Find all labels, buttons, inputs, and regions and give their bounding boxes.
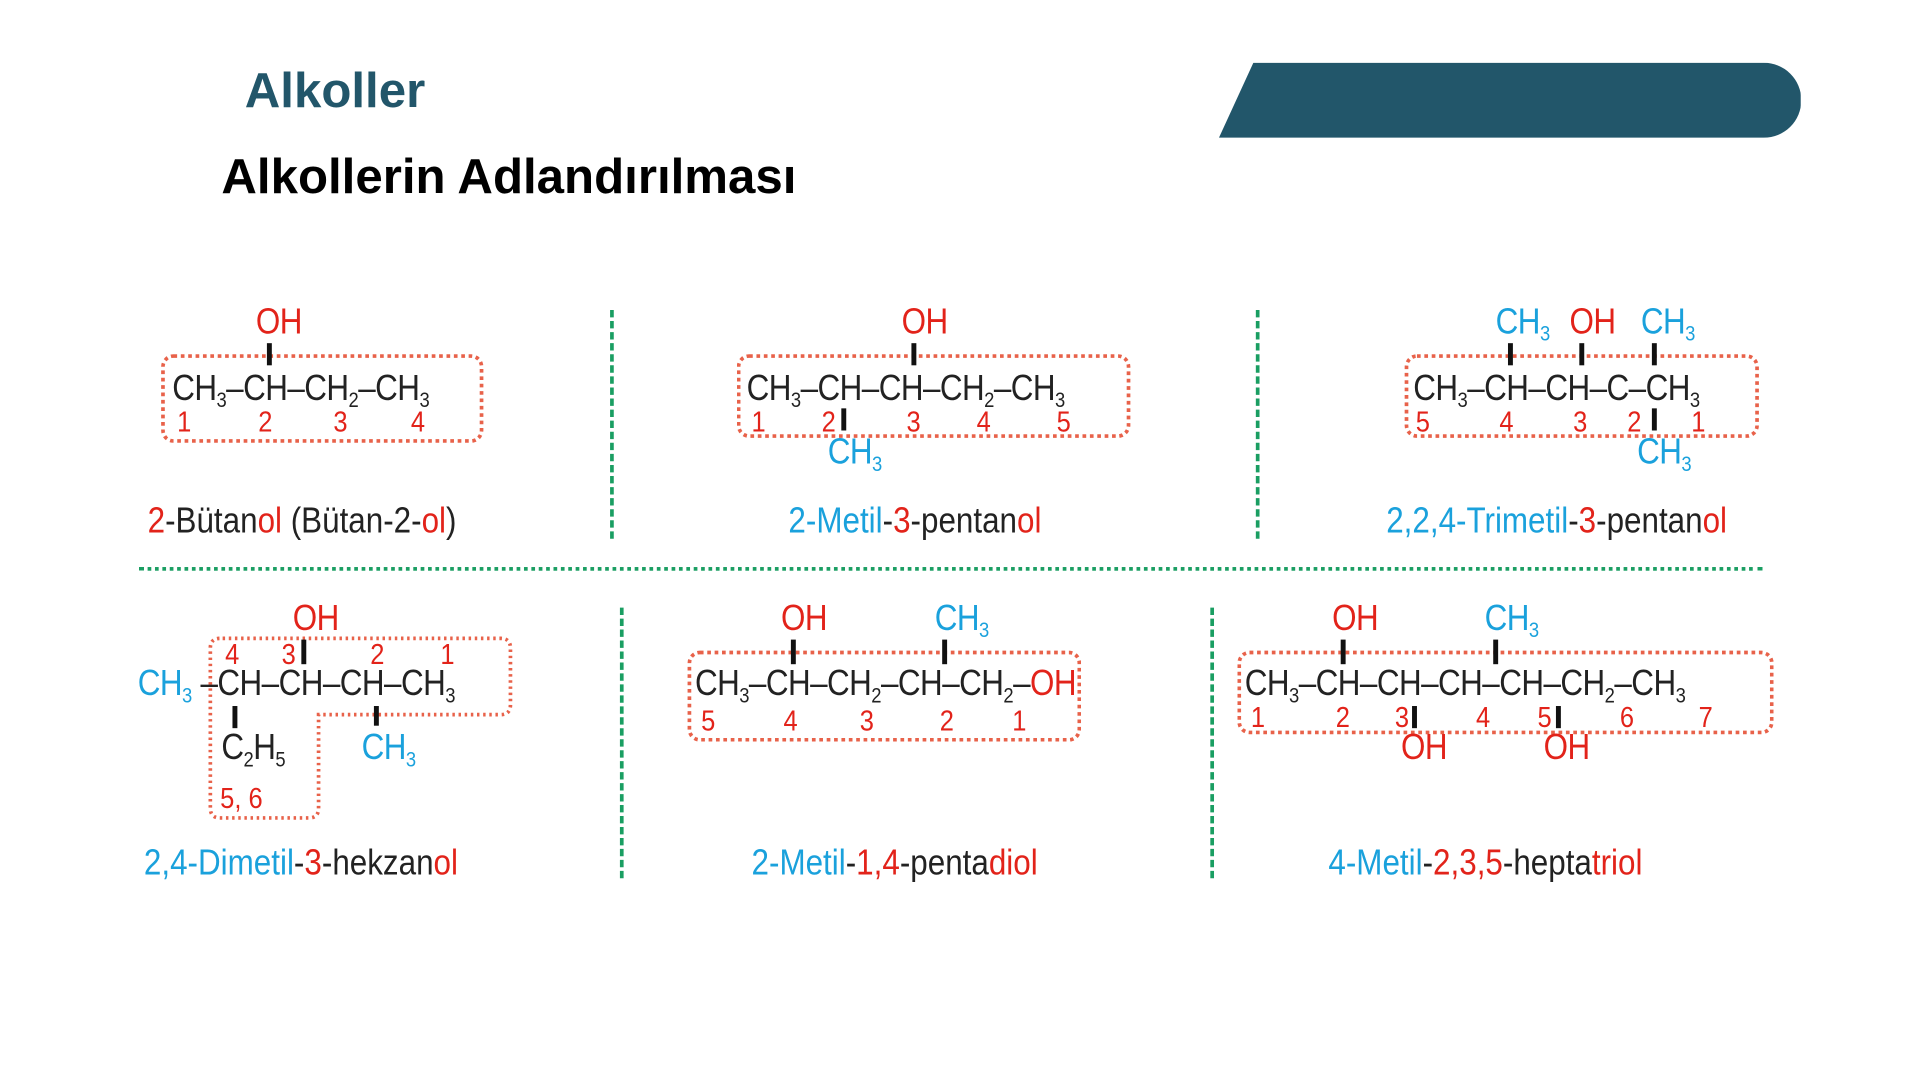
carbon-number: 5: [701, 704, 716, 737]
bond: [232, 706, 238, 729]
carbon-number: 2: [821, 405, 836, 438]
bond: [1651, 343, 1657, 366]
methyl-group: CH3: [361, 728, 417, 772]
carbon-number: 4: [1476, 701, 1491, 734]
bond: [1507, 343, 1513, 366]
methyl-group: CH3: [1484, 599, 1540, 643]
carbon-number: 3: [333, 405, 348, 438]
bond: [841, 408, 847, 431]
carbon-number: 4: [410, 405, 425, 438]
bond: [301, 639, 307, 665]
ethyl-group: C2H5: [221, 728, 286, 772]
carbon-number: 2: [939, 704, 954, 737]
main-chain-box: [208, 636, 513, 820]
carbon-number: 4: [1499, 405, 1514, 438]
carbon-number: 1: [1250, 701, 1266, 734]
column-divider: [1255, 309, 1260, 539]
bond: [1555, 706, 1561, 729]
carbon-number: 4: [783, 704, 798, 737]
carbon-number: 5: [1056, 405, 1071, 438]
carbon-number: 4: [976, 405, 991, 438]
carbon-number: 5: [1537, 701, 1552, 734]
carbon-number: 2: [258, 405, 273, 438]
compound-name: 4-Metil-2,3,5-heptatriol: [1328, 843, 1643, 884]
chain-formula: –CH–CH–CH–CH3: [200, 664, 455, 708]
carbon-number: 3: [1394, 701, 1409, 734]
row-divider: [138, 567, 1763, 571]
compound-name: 2-Metil-1,4-pentadiol: [751, 843, 1038, 884]
bond: [1412, 706, 1417, 729]
main-chain-box: [687, 650, 1082, 742]
column-divider: [1210, 607, 1215, 879]
carbon-number: 7: [1698, 701, 1713, 734]
oh-group: OH: [255, 302, 303, 342]
bond: [911, 343, 917, 366]
oh-group: OH: [1543, 728, 1591, 768]
main-chain-box: [736, 354, 1131, 438]
oh-group: OH: [901, 302, 949, 342]
carbon-number: 3: [1573, 405, 1588, 438]
carbon-number: 1: [751, 405, 766, 438]
bond: [373, 706, 379, 726]
carbon-number: 2: [1335, 701, 1350, 734]
chain-formula: CH3–CH–CH–C–CH3: [1413, 369, 1700, 413]
bond: [1651, 408, 1657, 431]
chain-formula: CH3–CH–CH–CH–CH–CH2–CH3: [1244, 664, 1686, 708]
compound-name: 2-Metil-3-pentanol: [788, 501, 1042, 542]
chain-formula: CH3–CH–CH–CH2–CH3: [746, 369, 1066, 413]
bond: [942, 639, 948, 665]
bond: [790, 639, 796, 665]
main-chain-box: [1237, 650, 1774, 735]
bond: [1340, 639, 1346, 665]
methyl-group: CH3: [1640, 302, 1696, 346]
oh-group: OH: [1400, 728, 1448, 768]
oh-group: OH: [781, 599, 828, 639]
carbon-number: 2: [1627, 405, 1642, 438]
column-divider: [610, 309, 614, 539]
carbon-number: 1: [1691, 405, 1706, 438]
header-banner: [1218, 62, 1801, 138]
slide-subtitle: Alkollerin Adlandırılması: [221, 150, 797, 205]
methyl-group: CH3: [1495, 302, 1551, 346]
chain-formula: CH3–CH–CH2–CH3: [172, 369, 430, 413]
oh-group: OH: [1569, 302, 1616, 342]
carbon-number: 2: [370, 638, 385, 671]
compound-name: 2,2,4-Trimetil-3-pentanol: [1386, 501, 1728, 542]
methyl-group: CH3: [934, 599, 990, 643]
carbon-number: 5: [1415, 405, 1430, 438]
methyl-group: CH3: [827, 432, 883, 477]
oh-group: OH: [292, 599, 340, 639]
column-divider: [619, 607, 624, 879]
bond: [1579, 343, 1585, 366]
bond: [266, 343, 272, 366]
carbon-number: 5, 6: [220, 782, 263, 815]
oh-group: OH: [1332, 599, 1379, 639]
carbon-number: 3: [906, 405, 921, 438]
carbon-number: 3: [281, 638, 296, 671]
carbon-number: 6: [1619, 701, 1635, 734]
main-chain-box: [161, 354, 484, 443]
carbon-number: 1: [1012, 704, 1027, 737]
carbon-number: 1: [440, 638, 455, 671]
bond: [1493, 639, 1499, 665]
compound-name: 2-Bütanol (Bütan-2-ol): [147, 501, 457, 542]
slide-title: Alkoller: [244, 63, 426, 119]
methyl-group: CH3: [137, 664, 193, 708]
carbon-number: 1: [177, 405, 192, 438]
compound-name: 2,4-Dimetil-3-hekzanol: [143, 843, 458, 884]
methyl-group: CH3: [1637, 432, 1692, 477]
carbon-number: 4: [225, 638, 240, 671]
chain-formula: CH3–CH–CH2–CH–CH2–OH: [694, 664, 1077, 708]
carbon-number: 3: [859, 704, 874, 737]
